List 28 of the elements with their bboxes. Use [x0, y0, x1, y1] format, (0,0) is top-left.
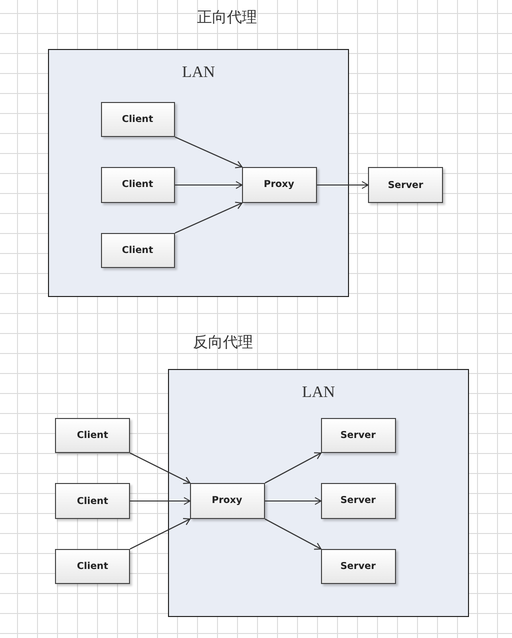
arrow	[130, 452, 190, 484]
network-zone	[48, 49, 349, 297]
node-box: Server	[320, 482, 396, 518]
network-zone	[168, 369, 469, 617]
zone-title: LAN	[301, 384, 336, 402]
arrow	[264, 452, 322, 484]
arrow	[174, 181, 242, 189]
node-box: Client	[55, 549, 130, 584]
node-box: Client	[55, 418, 130, 453]
arrow	[130, 518, 190, 550]
arrow	[264, 497, 322, 505]
arrow	[174, 136, 242, 168]
node-box: Client	[100, 232, 174, 268]
arrow	[130, 497, 190, 505]
node-box: Client	[55, 483, 130, 519]
node-box: Server	[320, 548, 396, 584]
arrow	[316, 181, 368, 189]
arrow	[174, 202, 242, 234]
node-box: Proxy	[242, 166, 316, 202]
node-box: Server	[320, 418, 396, 452]
node-box: Proxy	[190, 482, 264, 518]
arrow	[264, 518, 322, 550]
section-heading: 正向代理	[197, 8, 257, 27]
zone-title: LAN	[181, 64, 216, 82]
section-heading: 反向代理	[193, 333, 253, 352]
node-box: Client	[100, 166, 174, 202]
node-box: Client	[100, 102, 174, 136]
node-box: Server	[368, 167, 443, 203]
